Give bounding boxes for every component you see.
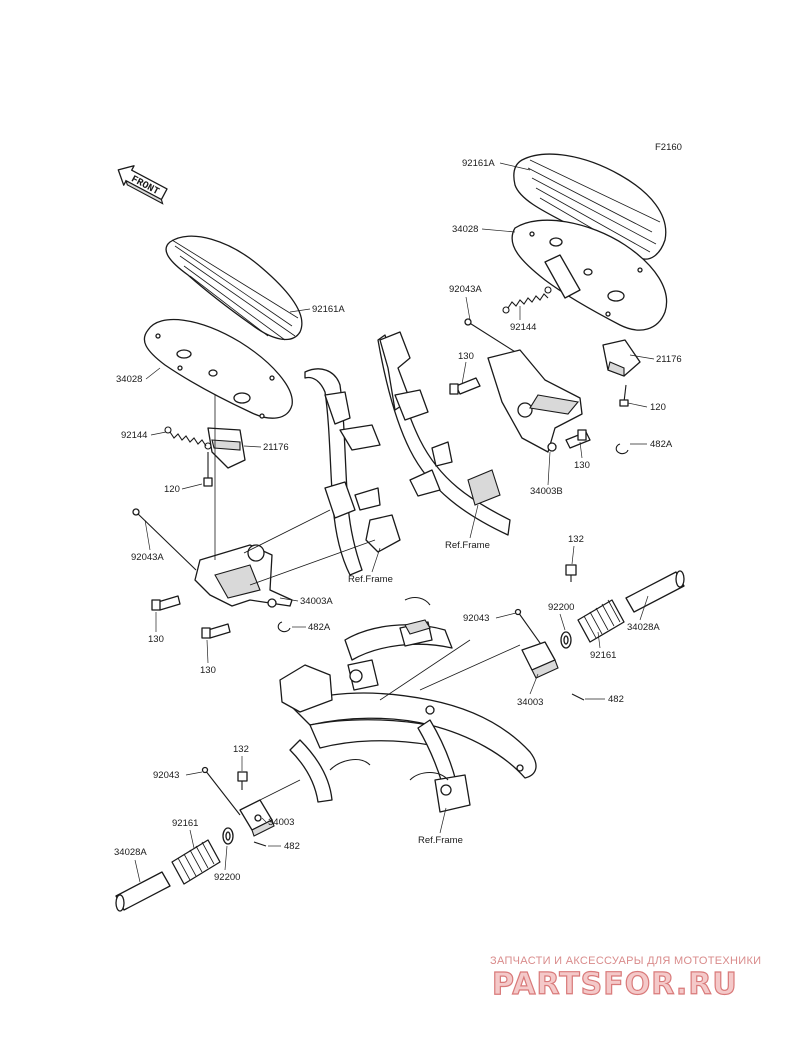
clip-482a-left bbox=[277, 621, 291, 633]
watermark-tagline: ЗАПЧАСТИ И АКСЕССУАРЫ ДЛЯ МОТОТЕХНИКИ bbox=[490, 955, 761, 967]
label-92043A-right: 92043A bbox=[449, 284, 482, 295]
peg-34028A-rear-right bbox=[625, 570, 685, 613]
label-130-left-b: 130 bbox=[200, 665, 216, 676]
label-34003A-left: 34003A bbox=[300, 596, 333, 607]
label-34028-left: 34028 bbox=[116, 374, 142, 385]
spring-left bbox=[164, 426, 212, 450]
label-34003-rear-left: 34003 bbox=[268, 817, 294, 828]
floorboard-plate-left bbox=[143, 318, 293, 419]
label-92043A-left: 92043A bbox=[131, 552, 164, 563]
spring-right bbox=[502, 286, 552, 314]
pin-92043-rear-left bbox=[201, 766, 241, 816]
bracket-right bbox=[487, 349, 583, 453]
label-34028A-rear-right: 34028A bbox=[627, 622, 660, 633]
bolt-120-left bbox=[203, 452, 213, 487]
label-132-rear-right: 132 bbox=[568, 534, 584, 545]
bracket-left bbox=[194, 544, 293, 608]
bolt-132-rear-right bbox=[565, 564, 577, 582]
main-frame bbox=[259, 596, 537, 813]
label-21176-right: 21176 bbox=[656, 354, 682, 365]
label-92200-rear-left: 92200 bbox=[214, 872, 240, 883]
watermark: ЗАПЧАСТИ И АКСЕССУАРЫ ДЛЯ МОТОТЕХНИКИ PA… bbox=[490, 955, 761, 1003]
pin-right bbox=[464, 318, 521, 356]
label-482A-left: 482A bbox=[308, 622, 331, 633]
bracket-34003-rear-right bbox=[521, 641, 559, 679]
label-34003-rear-right: 34003 bbox=[517, 697, 543, 708]
label-132-rear-left: 132 bbox=[233, 744, 249, 755]
label-92043-rear-left: 92043 bbox=[153, 770, 179, 781]
label-92161A-right: 92161A bbox=[462, 158, 495, 169]
label-92161A-left: 92161A bbox=[312, 304, 345, 315]
watermark-logo: PARTSFOR.RU bbox=[492, 967, 738, 1002]
front-arrow-icon: FRONT bbox=[117, 165, 168, 205]
rear-footpeg-right bbox=[514, 564, 685, 701]
bolt-132-rear-left bbox=[237, 771, 248, 790]
cotter-482-rear-left bbox=[253, 841, 267, 847]
washer-92200-rear-left bbox=[222, 827, 234, 845]
left-floorboard-assembly bbox=[132, 235, 401, 639]
pin-left bbox=[132, 508, 197, 571]
label-34028-right: 34028 bbox=[452, 224, 478, 235]
bolt-130-left-a bbox=[151, 595, 181, 611]
rubber-92161-rear-left bbox=[171, 839, 221, 885]
label-34028A-rear-left: 34028A bbox=[114, 847, 147, 858]
bolt-130-left-b bbox=[201, 623, 231, 639]
rear-footpeg-left bbox=[115, 766, 275, 912]
label-92161-rear-right: 92161 bbox=[590, 650, 616, 661]
pad-bracket-left bbox=[207, 427, 246, 469]
label-482-rear-right: 482 bbox=[608, 694, 624, 705]
labels-rear-right: 132 92200 92043 34028A 92161 34003 482 bbox=[463, 534, 660, 708]
right-floorboard-assembly bbox=[377, 153, 668, 536]
bolt-120-right bbox=[619, 384, 629, 407]
cotter-482-rear-right bbox=[571, 693, 585, 701]
label-ref-frame-right: Ref.Frame bbox=[445, 540, 490, 551]
label-ref-frame-left: Ref.Frame bbox=[348, 574, 393, 585]
label-92043-rear-right: 92043 bbox=[463, 613, 489, 624]
washer-92200-rear-right bbox=[560, 631, 572, 649]
bolt-130-right-a bbox=[449, 377, 481, 395]
label-34003B-right: 34003B bbox=[530, 486, 563, 497]
label-21176-left: 21176 bbox=[263, 442, 289, 453]
label-130-left-a: 130 bbox=[148, 634, 164, 645]
label-92200-rear-right: 92200 bbox=[548, 602, 574, 613]
label-92144-left: 92144 bbox=[121, 430, 147, 441]
label-130-right-a: 130 bbox=[458, 351, 474, 362]
labels-rear-left: 132 92043 34003 92161 482 34028A 92200 bbox=[114, 744, 300, 883]
frame-section-left bbox=[304, 368, 401, 576]
labels-top-right: 92161A 34028 92043A 92144 130 21176 120 … bbox=[445, 158, 682, 551]
floorboard-plate-right bbox=[511, 219, 668, 331]
label-482-rear-left: 482 bbox=[284, 841, 300, 852]
label-482A-right: 482A bbox=[650, 439, 673, 450]
floorboard-pad-left bbox=[165, 235, 303, 341]
bracket-34003-rear-left bbox=[239, 799, 275, 837]
peg-34028A-rear-left bbox=[115, 871, 171, 912]
label-120-right: 120 bbox=[650, 402, 666, 413]
frame-section-right bbox=[377, 331, 511, 536]
label-130-right-b: 130 bbox=[574, 460, 590, 471]
labels-top-left: 92161A 34028 92144 21176 120 92043A Ref.… bbox=[116, 304, 393, 676]
label-92144-right: 92144 bbox=[510, 322, 536, 333]
rubber-92161-rear-right bbox=[577, 599, 625, 643]
label-ref-frame-main: Ref.Frame bbox=[418, 835, 463, 846]
figure-code: F2160 bbox=[655, 142, 682, 153]
label-92161-rear-left: 92161 bbox=[172, 818, 198, 829]
clip-482a-right bbox=[615, 443, 629, 455]
bolt-130-right-b bbox=[565, 429, 591, 449]
label-120-left: 120 bbox=[164, 484, 180, 495]
pad-bracket-right bbox=[602, 339, 641, 377]
